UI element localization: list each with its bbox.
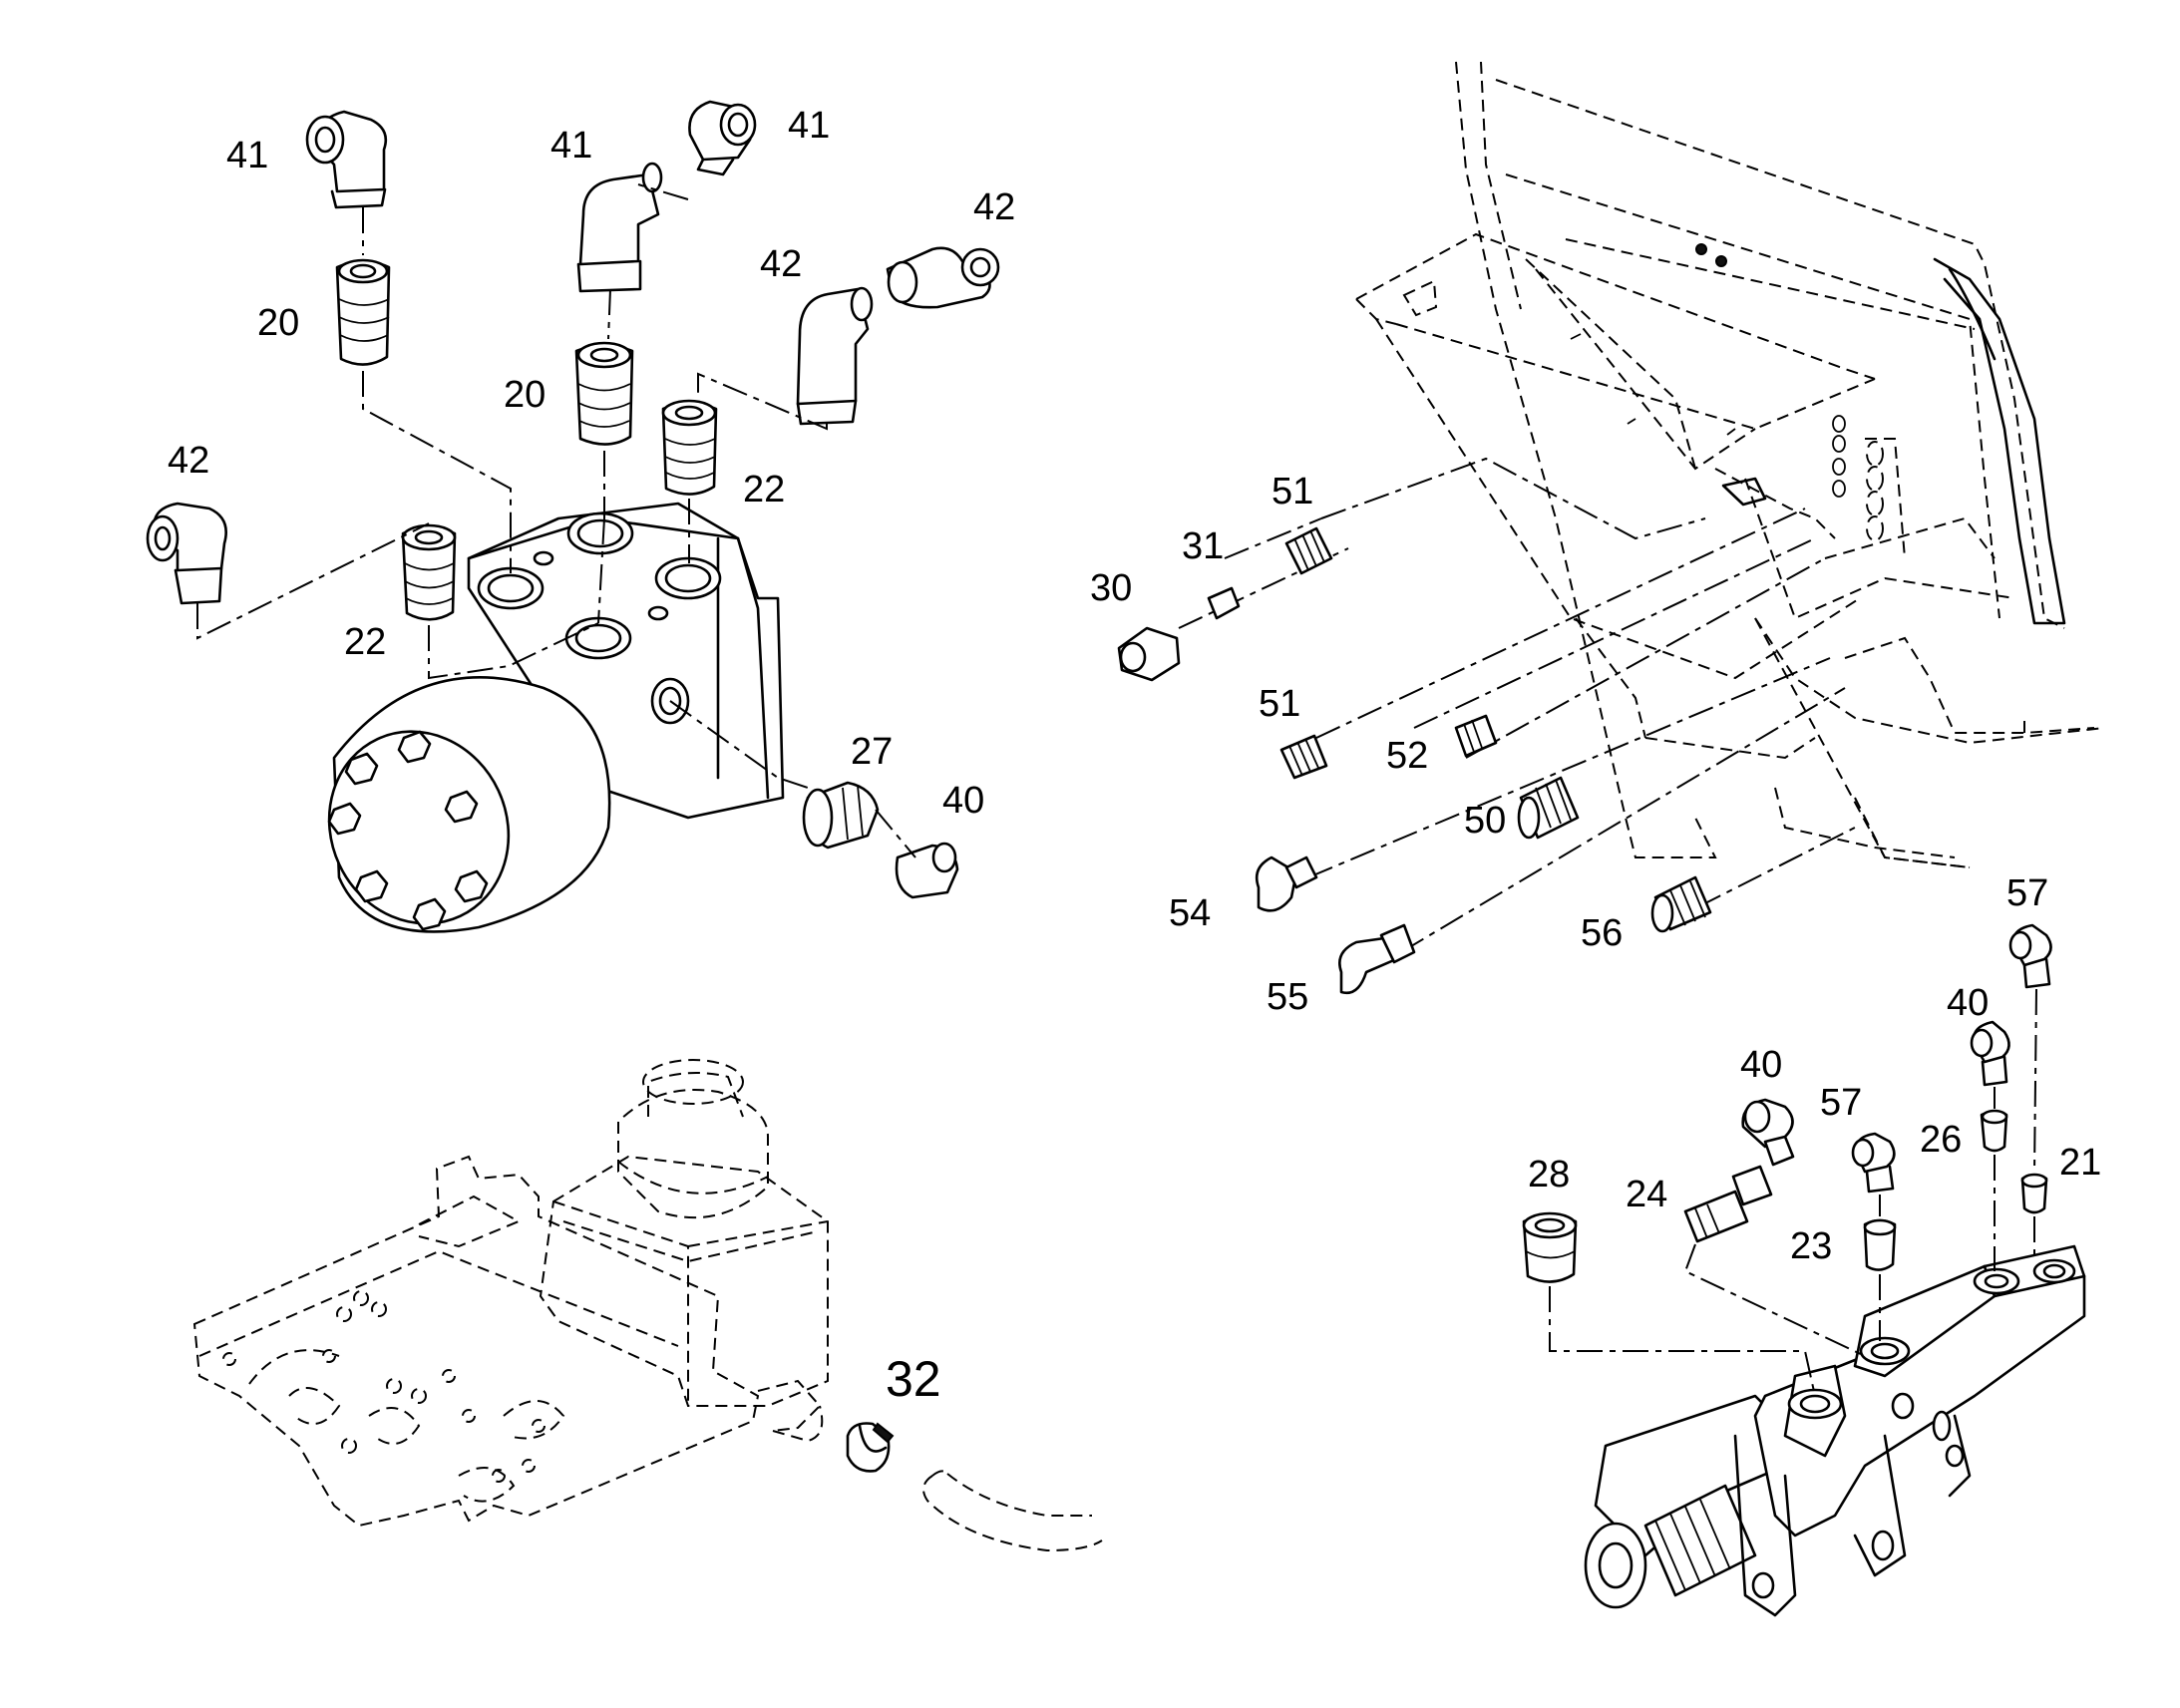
part-label-26: 26 — [1920, 1119, 1962, 1161]
part-label-42: 42 — [760, 243, 802, 285]
valve-assembly — [1584, 1244, 2086, 1617]
part-label-41: 41 — [788, 105, 830, 147]
part-labels: 41 41 41 42 42 42 20 20 22 22 27 40 51 3… — [168, 105, 2101, 1407]
leader-lines-valve — [1549, 988, 2037, 1397]
part-label-22: 22 — [344, 621, 386, 663]
part-label-42: 42 — [973, 186, 1015, 228]
motor-bolts — [327, 730, 489, 931]
hose-clamp — [846, 1422, 895, 1473]
fittings-left-group — [146, 100, 1000, 899]
part-label-23: 23 — [1790, 1225, 1832, 1267]
part-label-24: 24 — [1626, 1174, 1667, 1215]
part-label-57: 57 — [1820, 1082, 1862, 1124]
steering-unit — [327, 502, 785, 933]
part-label-28: 28 — [1528, 1154, 1570, 1196]
part-label-50: 50 — [1464, 800, 1506, 842]
part-label-31: 31 — [1182, 525, 1224, 567]
leader-lines-left — [196, 183, 916, 858]
part-label-21: 21 — [2059, 1142, 2101, 1184]
hose — [922, 1470, 1103, 1552]
part-label-20: 20 — [257, 302, 299, 344]
oil-tank — [192, 1059, 829, 1528]
part-label-52: 52 — [1386, 735, 1428, 777]
part-label-41: 41 — [550, 125, 592, 167]
fittings-right-group — [1117, 526, 1712, 995]
valve-fittings — [1522, 923, 2052, 1283]
part-label-55: 55 — [1267, 976, 1308, 1018]
part-label-56: 56 — [1581, 912, 1623, 954]
part-label-32: 32 — [886, 1351, 941, 1407]
part-label-51: 51 — [1259, 683, 1300, 725]
bracket-assembly — [1355, 61, 2105, 868]
part-label-54: 54 — [1169, 892, 1211, 934]
part-label-41: 41 — [226, 135, 268, 176]
part-label-40: 40 — [1740, 1044, 1782, 1086]
part-label-42: 42 — [168, 440, 209, 482]
part-label-40: 40 — [942, 780, 984, 822]
part-label-30: 30 — [1090, 567, 1132, 609]
part-label-27: 27 — [851, 731, 893, 773]
part-label-20: 20 — [504, 374, 545, 416]
part-label-22: 22 — [743, 469, 785, 511]
part-label-40: 40 — [1947, 982, 1989, 1024]
part-label-51: 51 — [1272, 471, 1313, 512]
part-label-57: 57 — [2006, 872, 2048, 914]
